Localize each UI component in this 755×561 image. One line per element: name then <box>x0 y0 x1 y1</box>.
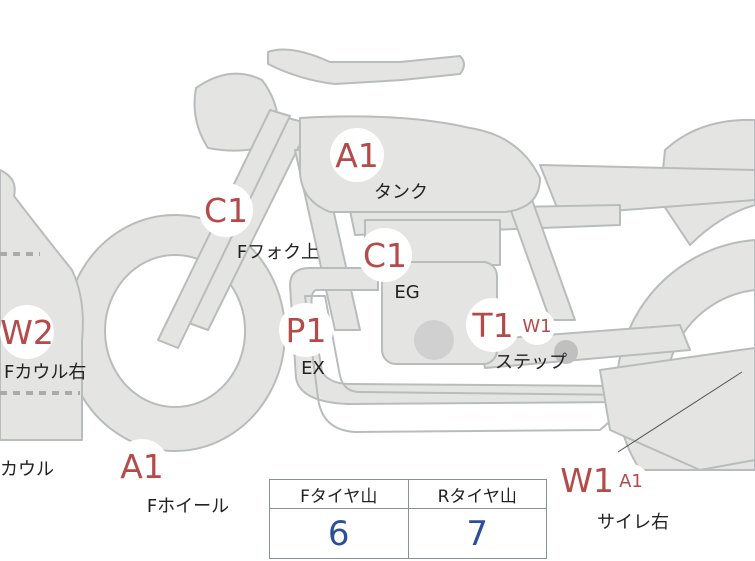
grade-silencer-extra: A1 <box>613 464 649 500</box>
silencer-leader-line <box>617 371 743 453</box>
label-ex: EX <box>301 358 325 379</box>
engine-cover <box>414 320 454 360</box>
label-fwheel: Fホイール <box>146 496 230 517</box>
grade-step: T1 <box>466 298 520 352</box>
tire-tread-table: Fタイヤ山 Rタイヤ山 6 7 <box>269 479 547 559</box>
label-tank: タンク <box>374 182 428 203</box>
label-ffork-upper: Fフォク上 <box>236 242 320 263</box>
header-front-tire: Fタイヤ山 <box>269 479 409 509</box>
grade-tank: A1 <box>330 128 384 182</box>
grade-ex: P1 <box>279 303 333 357</box>
grade-ffork-upper: C1 <box>199 183 253 237</box>
label-fcowl-right: Fカウル右 <box>4 362 87 383</box>
step-peg <box>554 340 578 364</box>
grade-step-extra: W1 <box>519 309 555 345</box>
silencer <box>599 347 755 471</box>
grade-eg: C1 <box>358 228 412 282</box>
seat <box>539 164 755 216</box>
label-eg: EG <box>394 282 420 303</box>
grade-silencer-right: W1 <box>560 453 614 507</box>
value-front-tire: 6 <box>269 508 409 559</box>
value-rear-tire: 7 <box>407 508 547 559</box>
handlebar <box>267 48 465 85</box>
label-step: ステップ <box>495 352 567 373</box>
grade-fcowl-right: W2 <box>0 305 54 359</box>
label-silencer-right: サイレ右 <box>597 512 669 533</box>
front-cowl <box>0 169 84 441</box>
label-fcowl: カウル <box>0 459 54 480</box>
exhaust-pipe-upper <box>289 267 631 405</box>
header-rear-tire: Rタイヤ山 <box>407 479 547 509</box>
grade-fwheel: A1 <box>115 439 169 493</box>
